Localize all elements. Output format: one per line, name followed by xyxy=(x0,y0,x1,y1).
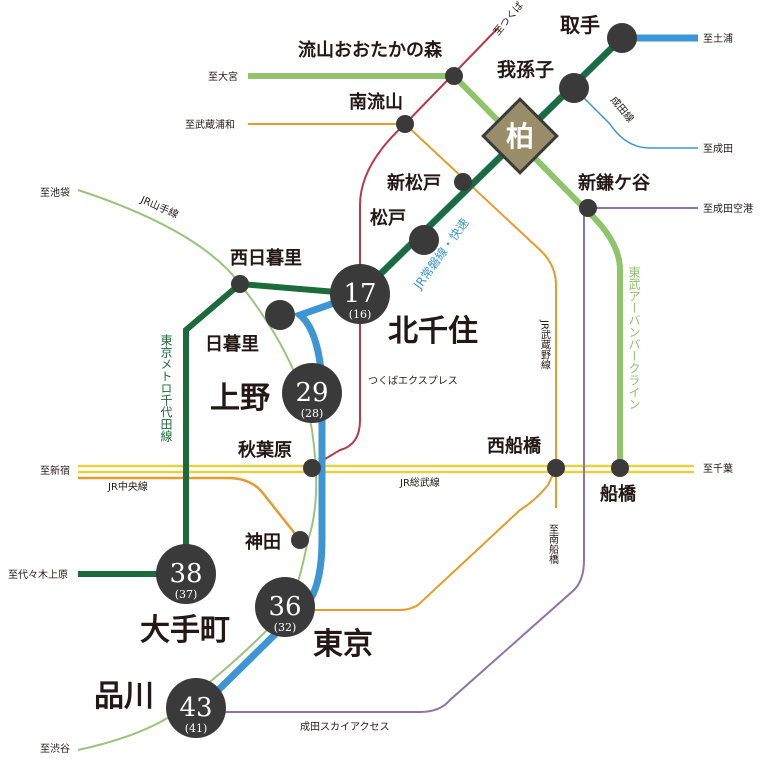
line-musashino: JR武蔵野線 xyxy=(539,319,551,370)
line-tobu: 東武アーバンパークライン xyxy=(627,266,641,410)
label-shinmatsudo: 新松戸 xyxy=(387,172,441,194)
label-matsudo: 松戸 xyxy=(370,207,406,229)
label-kanda: 神田 xyxy=(245,531,281,553)
dir-minamifunabashi: 至南船橋 xyxy=(547,524,559,565)
station-nishinippori xyxy=(231,275,249,293)
dir-tsukuba: 至つくば xyxy=(491,0,526,38)
station-matsudo xyxy=(409,225,439,255)
label-otemachi: 大手町 xyxy=(140,613,230,648)
station-akihabara xyxy=(303,459,321,477)
station-funabashi xyxy=(611,459,629,477)
station-toride xyxy=(607,23,637,53)
station-nagareyama xyxy=(445,67,463,85)
dir-chiba: 至千葉 xyxy=(703,462,733,475)
major-tokyo: 36 (32) xyxy=(255,577,315,637)
label-shinkamagaya: 新鎌ケ谷 xyxy=(578,172,651,194)
dir-shinjuku: 至新宿 xyxy=(40,464,70,477)
line-chuo: JR中央線 xyxy=(107,480,148,493)
minutes-shinagawa-sub: (41) xyxy=(185,722,208,735)
minutes-otemachi-sub: (37) xyxy=(175,588,198,601)
label-nagareyama: 流山おおたかの森 xyxy=(298,39,443,61)
label-tokyo: 東京 xyxy=(313,627,373,662)
minutes-ueno: 29 xyxy=(295,378,328,408)
line-sobu: JR総武線 xyxy=(399,476,440,489)
station-abiko xyxy=(559,73,589,103)
dir-ikebukuro: 至池袋 xyxy=(40,186,70,199)
label-abiko: 我孫子 xyxy=(497,58,554,81)
minutes-otemachi: 38 xyxy=(169,559,202,589)
label-nishifunabashi: 西船橋 xyxy=(487,435,542,457)
minutes-tokyo: 36 xyxy=(268,592,301,622)
station-kanda xyxy=(291,531,309,549)
yamanote-line xyxy=(77,189,318,751)
line-narita: 成田線 xyxy=(608,94,637,125)
hub-kashiwa-label: 柏 xyxy=(506,120,534,153)
station-nishifunabashi xyxy=(547,459,565,477)
tsukuba-express-line xyxy=(309,27,499,469)
label-nishinippori: 西日暮里 xyxy=(230,248,302,269)
label-nippori: 日暮里 xyxy=(205,334,259,355)
label-minaminagareyama: 南流山 xyxy=(349,91,403,113)
dir-shibuya: 至渋谷 xyxy=(40,742,70,755)
label-toride: 取手 xyxy=(560,13,600,37)
major-ueno: 29 (28) xyxy=(282,363,342,423)
line-tsukuba-express: つくばエクスプレス xyxy=(368,375,458,387)
chuo-line xyxy=(78,476,301,541)
label-funabashi: 船橋 xyxy=(600,483,637,505)
dir-musashiurawa: 至武蔵浦和 xyxy=(185,118,235,131)
minutes-tokyo-sub: (32) xyxy=(274,621,297,634)
musashino-to-tokyo xyxy=(305,467,557,611)
station-shinkamagaya xyxy=(579,199,597,217)
station-minaminagareyama xyxy=(396,115,414,133)
minutes-ueno-sub: (28) xyxy=(301,407,324,420)
station-shinmatsudo xyxy=(454,173,472,191)
label-kitasenju: 北千住 xyxy=(388,314,478,349)
dir-tsuchiura: 至土浦 xyxy=(703,32,733,45)
musashino-line xyxy=(248,123,557,468)
label-ueno: 上野 xyxy=(210,381,270,416)
dir-narita-airport: 至成田空港 xyxy=(703,202,753,215)
narita-line xyxy=(573,87,698,149)
station-nippori xyxy=(265,300,295,330)
minutes-shinagawa: 43 xyxy=(179,693,212,723)
line-chiyoda: 東京メトロ千代田線 xyxy=(159,334,173,442)
line-yamanote: JR山手線 xyxy=(138,192,181,221)
major-kitasenju: 17 (16) xyxy=(330,264,390,324)
hub-kashiwa-diamond xyxy=(481,97,559,175)
label-shinagawa: 品川 xyxy=(94,679,154,714)
dir-yoyogiuehara: 至代々木上原 xyxy=(8,569,68,581)
minutes-kitasenju: 17 xyxy=(343,279,376,309)
dir-omiya: 至大宮 xyxy=(208,70,238,83)
label-akihabara: 秋葉原 xyxy=(238,439,292,461)
minutes-kitasenju-sub: (16) xyxy=(349,308,372,321)
major-shinagawa: 43 (41) xyxy=(166,678,226,738)
dir-narita: 至成田 xyxy=(703,143,733,155)
major-otemachi: 38 (37) xyxy=(156,544,216,604)
line-skyaccess: 成田スカイアクセス xyxy=(300,721,390,733)
